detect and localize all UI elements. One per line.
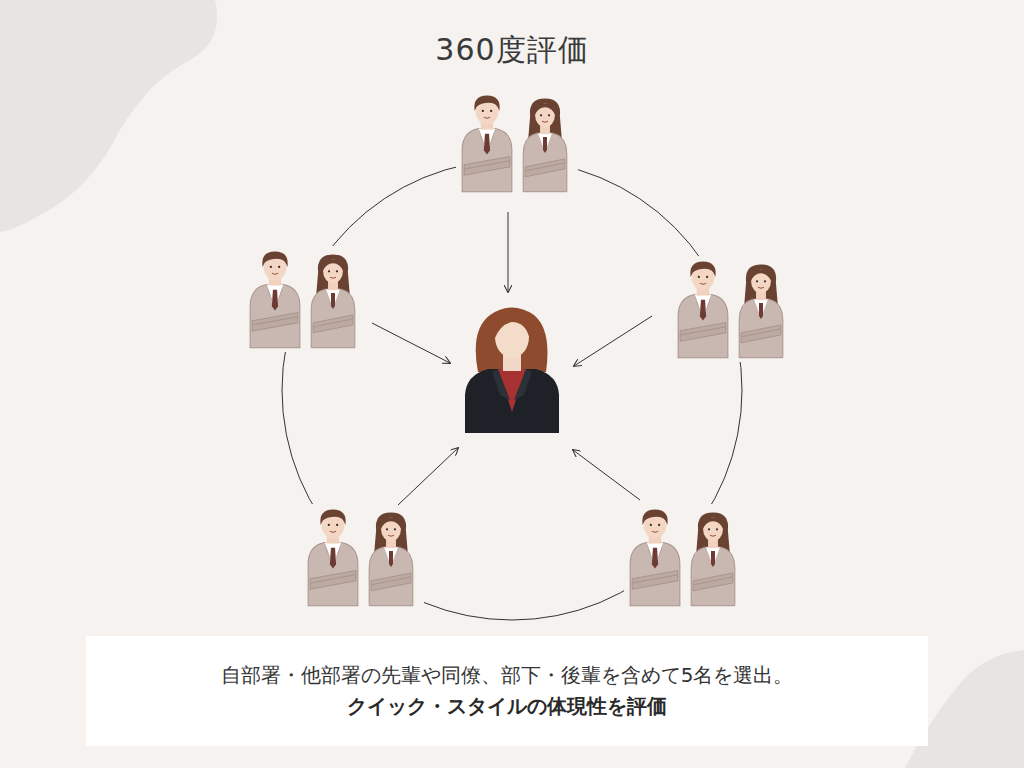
evaluator-pair (678, 261, 783, 357)
caption-text: 自部署・他部署の先輩や同僚、部下・後輩を含めて5名を選出。 (221, 660, 794, 691)
blob (0, 0, 217, 232)
arrows (372, 212, 652, 505)
evaluator-pair (308, 509, 413, 605)
evaluated-person (465, 308, 559, 434)
evaluator-pair (250, 251, 355, 347)
caption-emphasis: クイック・スタイルの体現性を評価 (347, 691, 667, 722)
caption-box: 自部署・他部署の先輩や同僚、部下・後輩を含めて5名を選出。クイック・スタイルの体… (86, 636, 928, 746)
diagram-title: 360度評価 (0, 30, 1024, 71)
evaluator-pair (462, 95, 567, 191)
ring (282, 160, 742, 620)
evaluator-pair (630, 509, 735, 605)
